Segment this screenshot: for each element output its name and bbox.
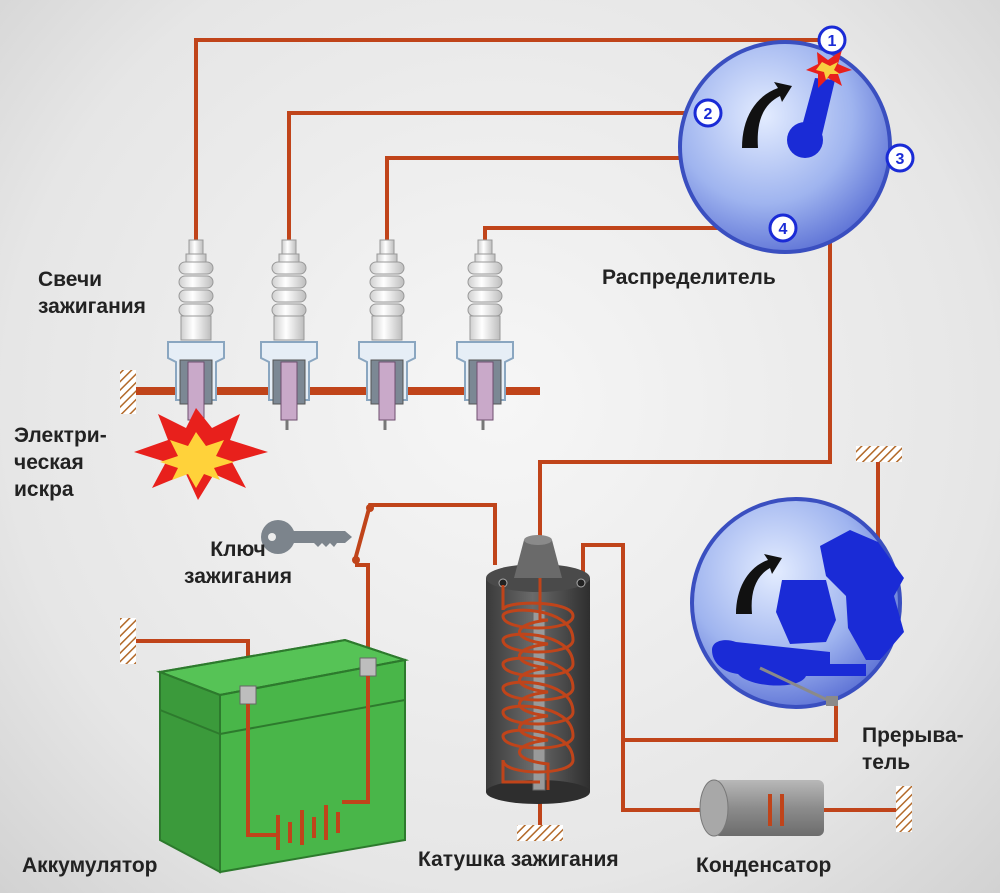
breaker-lever <box>712 640 866 686</box>
battery-ground-symbol <box>120 618 136 664</box>
breaker-rotation-arrow-icon <box>736 554 782 614</box>
plug-ground-symbol <box>120 370 136 414</box>
label-key-line2: зажигания <box>184 565 292 588</box>
wire-coil-breaker <box>623 705 838 742</box>
battery-terminal-plus <box>359 657 377 677</box>
label-key-line1: Ключ <box>210 538 266 561</box>
label-ignition-key: Ключ зажигания <box>168 536 308 590</box>
battery <box>120 618 409 874</box>
ignition-key-icon <box>261 520 352 554</box>
terminal-2 <box>693 98 723 128</box>
label-ignition-coil: Катушка зажигания <box>418 848 619 871</box>
spark-plug-2 <box>259 238 319 432</box>
label-spark-line1: Электри- <box>14 424 107 447</box>
distributor-shaft <box>787 122 823 158</box>
breaker-cam <box>776 580 836 644</box>
rotation-arrow-icon <box>742 82 792 148</box>
terminal-4-label: 4 <box>779 221 788 238</box>
spark-plug-4 <box>455 238 515 432</box>
condenser <box>699 779 912 837</box>
label-spark-plugs-line1: Свечи <box>38 268 103 291</box>
label-breaker-line2: тель <box>862 751 911 774</box>
label-spark-plugs-line2: зажигания <box>38 295 146 318</box>
label-breaker-line1: Прерыва- <box>862 724 964 747</box>
coil-winding <box>501 585 575 784</box>
wire-plug1 <box>194 38 830 240</box>
label-distributor: Распределитель <box>602 266 776 289</box>
wire-distributor-coil <box>538 148 832 540</box>
terminal-4 <box>768 213 798 243</box>
terminal-1-label: 1 <box>828 33 837 50</box>
ignition-coil <box>486 535 590 841</box>
distributor-terminals: 1 2 3 4 <box>693 25 915 243</box>
spark-plug-3 <box>357 238 417 432</box>
label-breaker: Прерыва- тель <box>862 722 964 776</box>
label-spark-line2: ческая <box>14 451 84 474</box>
battery-terminal-minus <box>239 685 257 705</box>
terminal-2-label: 2 <box>704 106 713 123</box>
label-spark-plugs: Свечи зажигания <box>38 266 146 320</box>
label-electric-spark: Электри- ческая искра <box>14 422 107 503</box>
plug-ground-rail <box>136 387 540 395</box>
wire-coil-condenser <box>581 543 728 812</box>
terminal-3-label: 3 <box>896 151 905 168</box>
label-spark-line3: искра <box>14 478 74 501</box>
spark-plugs <box>166 238 515 432</box>
breaker-ground-symbol <box>856 446 902 462</box>
label-condenser: Конденсатор <box>696 854 832 877</box>
hv-wires <box>194 38 900 540</box>
coil-ground-symbol <box>517 825 563 841</box>
terminal-1 <box>817 25 847 55</box>
spark-plug-1 <box>166 238 226 432</box>
distributor <box>678 40 892 254</box>
terminal-3 <box>885 143 915 173</box>
breaker-contact-arm <box>820 530 904 660</box>
wire-key-coil <box>353 503 497 565</box>
wire-plug4 <box>483 226 783 240</box>
wire-plug2 <box>287 111 706 240</box>
label-battery: Аккумулятор <box>22 854 158 877</box>
breaker <box>690 446 904 709</box>
wire-key-battery <box>355 563 370 665</box>
condenser-ground-symbol <box>896 786 912 832</box>
battery-cells-symbol <box>276 805 340 850</box>
lv-wires <box>135 462 896 825</box>
electric-spark-burst <box>134 408 268 500</box>
